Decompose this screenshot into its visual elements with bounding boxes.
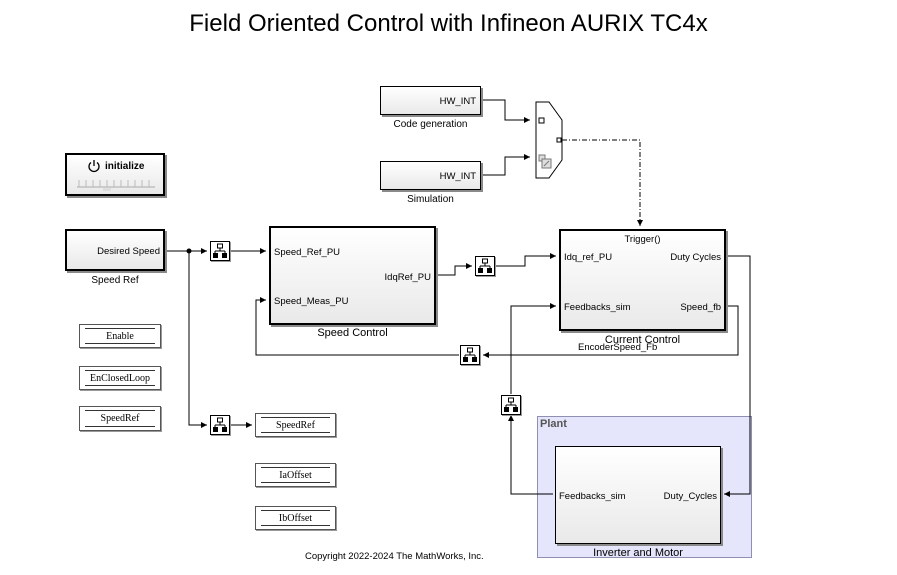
wire-variant-to-trigger (562, 139, 643, 226)
bus-block-encoder-speed[interactable] (460, 345, 480, 365)
bus-icon (504, 397, 518, 412)
current-control-block[interactable]: Trigger() Idq_ref_PU Feedbacks_sim Duty … (559, 229, 726, 331)
speed-ref-caption: Speed Ref (91, 275, 139, 286)
wire-codegen-to-variant (481, 99, 530, 123)
bus-block-idq-ref[interactable] (475, 256, 495, 276)
wire-speedfb-loop (483, 305, 739, 358)
speed-ref-port-label: Desired Speed (97, 246, 160, 257)
wire-sim-to-variant (481, 154, 530, 176)
wire-bus-to-speedmeas (255, 297, 459, 356)
tag-speedref-left[interactable]: SpeedRef (79, 406, 161, 431)
initialize-block[interactable]: initialize (65, 153, 165, 196)
bus-icon (213, 243, 227, 258)
current-control-output-duty: Duty Cycles (670, 252, 721, 263)
wire-speedref-branch (188, 251, 207, 428)
tag-iaoffset[interactable]: IaOffset (255, 463, 336, 487)
wire-speedctrl-to-bus (436, 263, 472, 276)
current-control-trigger-port: Trigger() (624, 234, 661, 245)
speed-control-input-speed-meas: Speed_Meas_PU (274, 296, 349, 307)
bus-block-speed-ref[interactable] (210, 241, 230, 261)
bus-icon (478, 258, 492, 273)
tag-speedref-goto-label: SpeedRef (261, 417, 330, 433)
inverter-motor-caption: Inverter and Motor (593, 547, 683, 559)
initialize-label: initialize (105, 161, 145, 172)
wire-duty-to-plant (724, 255, 751, 497)
simulation-variant-block[interactable]: HW_INT (380, 161, 481, 190)
inverter-motor-block[interactable]: Feedbacks_sim Duty_Cycles (555, 446, 721, 544)
speed-control-output: IdqRef_PU (384, 272, 431, 283)
power-icon (88, 160, 100, 173)
speed-control-block[interactable]: Speed_Ref_PU Speed_Meas_PU IdqRef_PU (269, 226, 436, 325)
tag-speedref-goto[interactable]: SpeedRef (255, 413, 336, 437)
tag-enclosedloop-label: EnClosedLoop (85, 370, 155, 386)
speed-control-input-speed-ref: Speed_Ref_PU (274, 247, 341, 258)
plant-area-label: Plant (540, 418, 567, 430)
simulation-port-label: HW_INT (439, 171, 476, 182)
initialize-timeline-icon (77, 180, 155, 191)
codegen-caption: Code generation (393, 119, 468, 130)
tag-iboffset-label: IbOffset (261, 510, 330, 526)
speed-ref-block[interactable]: Desired Speed (65, 229, 165, 271)
wire-bus-to-currctrl (496, 253, 556, 267)
wire-plant-to-bus (508, 415, 553, 495)
codegen-port-label: HW_INT (439, 96, 476, 107)
bus-icon (463, 347, 477, 362)
current-control-input-feedbacks: Feedbacks_sim (564, 302, 631, 313)
bus-block-feedbacks[interactable] (501, 395, 521, 415)
encoder-speed-signal-label: EncoderSpeed_Fb (578, 342, 658, 353)
inverter-motor-input-duty: Duty_Cycles (663, 491, 717, 502)
tag-enclosedloop[interactable]: EnClosedLoop (79, 366, 161, 390)
tag-iboffset[interactable]: IbOffset (255, 506, 336, 530)
speed-control-caption: Speed Control (317, 327, 388, 339)
codegen-variant-block[interactable]: HW_INT (380, 86, 481, 115)
tag-enable-label: Enable (85, 328, 155, 344)
branch-point (186, 248, 192, 254)
wire-bus-to-feedbacks (510, 303, 556, 394)
inverter-motor-output-feedbacks: Feedbacks_sim (559, 491, 626, 502)
tag-speedref-left-label: SpeedRef (85, 410, 155, 427)
bus-block-speed-ref-goto[interactable] (210, 415, 230, 435)
copyright-text: Copyright 2022-2024 The MathWorks, Inc. (305, 551, 484, 562)
bus-icon (213, 417, 227, 432)
simulation-caption: Simulation (407, 194, 454, 205)
current-control-input-idq-ref: Idq_ref_PU (564, 252, 613, 263)
current-control-output-speed-fb: Speed_fb (680, 302, 721, 313)
tag-iaoffset-label: IaOffset (261, 467, 330, 483)
tag-enable[interactable]: Enable (79, 324, 161, 348)
diagram-title: Field Oriented Control with Infineon AUR… (189, 10, 708, 37)
current-control-caption: Current Control (604, 334, 681, 346)
